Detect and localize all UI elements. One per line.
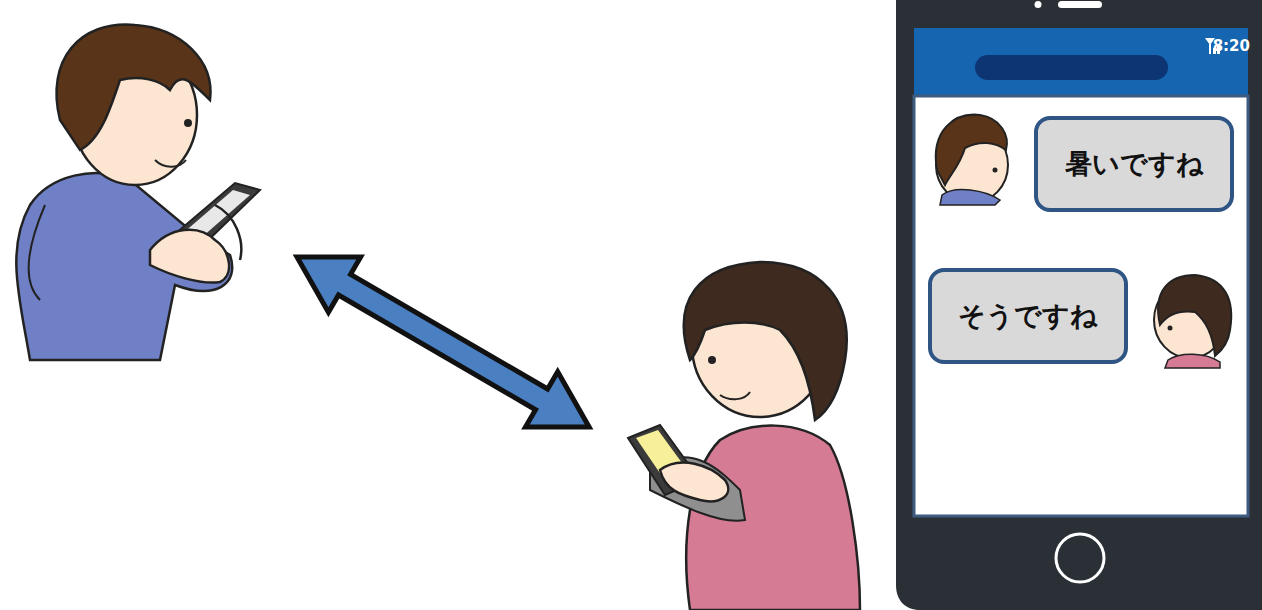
chat-bubble: そうですね bbox=[928, 268, 1128, 364]
bubble-text: そうですね bbox=[958, 298, 1098, 334]
bubble-text: 暑いですね bbox=[1065, 146, 1204, 182]
chat-bubble: 暑いですね bbox=[1034, 116, 1234, 212]
status-time: 8:20 bbox=[1213, 37, 1250, 55]
double-arrow bbox=[281, 229, 605, 454]
man-figure bbox=[16, 25, 260, 360]
woman-avatar bbox=[1154, 275, 1231, 368]
smartphone bbox=[896, 0, 1262, 610]
man-avatar bbox=[936, 115, 1008, 205]
woman-figure bbox=[628, 262, 860, 610]
